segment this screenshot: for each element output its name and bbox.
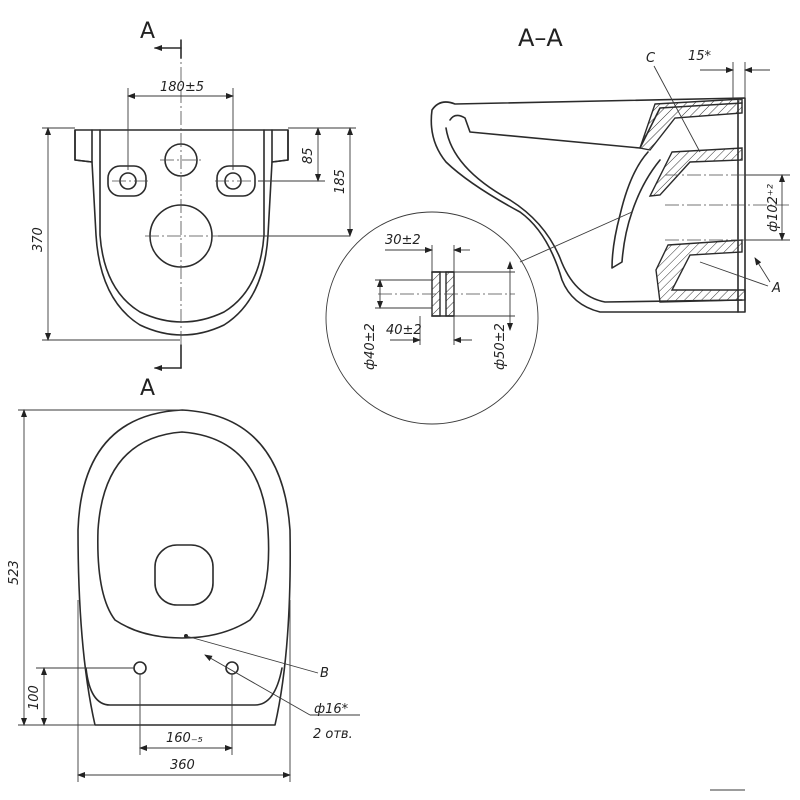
dim-85: 85 <box>301 147 316 164</box>
outlet-upper-hatch <box>648 147 743 197</box>
outlet-lower-hatch <box>655 239 746 303</box>
label-a-arrow: A <box>771 281 781 296</box>
detail-circle <box>325 211 539 425</box>
plan-outer-outline <box>77 409 291 726</box>
holes-note: 2 отв. <box>313 727 353 742</box>
dim-50-dia: ф50±2 <box>493 323 508 370</box>
dim-100: 100 <box>27 685 42 710</box>
plan-bowl-opening <box>97 431 270 639</box>
top-view-outline <box>74 129 289 336</box>
top-view-inner-outline <box>99 129 265 323</box>
label-b: B <box>320 666 329 681</box>
plan-drain <box>154 544 214 606</box>
dim-16: ф16* <box>314 702 349 717</box>
section-mark-top: A <box>140 19 155 44</box>
detail-view: 30±2 40±2 ф40±2 ф50±2 <box>325 211 633 425</box>
section-view: A–A 15* ф102⁺² C A <box>430 24 790 313</box>
section-title: A–A <box>518 24 563 52</box>
plan-view: B ф16* 2 отв. 523 100 160₋₅ 360 <box>7 409 360 782</box>
dim-185: 185 <box>333 169 348 194</box>
top-view: A A 180±5 85 185 370 <box>31 19 356 401</box>
section-inner-surface <box>449 102 743 149</box>
dim-160: 160₋₅ <box>166 731 203 746</box>
rim-hatch <box>639 98 743 151</box>
section-mark-bottom: A <box>140 376 155 401</box>
right-ear <box>271 129 289 163</box>
dim-15: 15* <box>688 49 712 64</box>
dim-40: 40±2 <box>386 323 422 338</box>
dim-370: 370 <box>31 227 46 252</box>
dim-30: 30±2 <box>385 233 421 248</box>
dim-180: 180±5 <box>160 80 204 95</box>
dim-40-dia: ф40±2 <box>363 323 378 370</box>
flush-passage <box>611 151 661 269</box>
dim-102: ф102⁺² <box>766 184 781 232</box>
dim-523: 523 <box>7 560 22 585</box>
dim-360: 360 <box>170 758 195 773</box>
section-outer-shell <box>430 97 746 313</box>
plan-left-hole <box>133 661 147 675</box>
plan-rear-line <box>85 667 283 706</box>
left-ear <box>74 129 93 163</box>
label-c: C <box>646 51 656 66</box>
